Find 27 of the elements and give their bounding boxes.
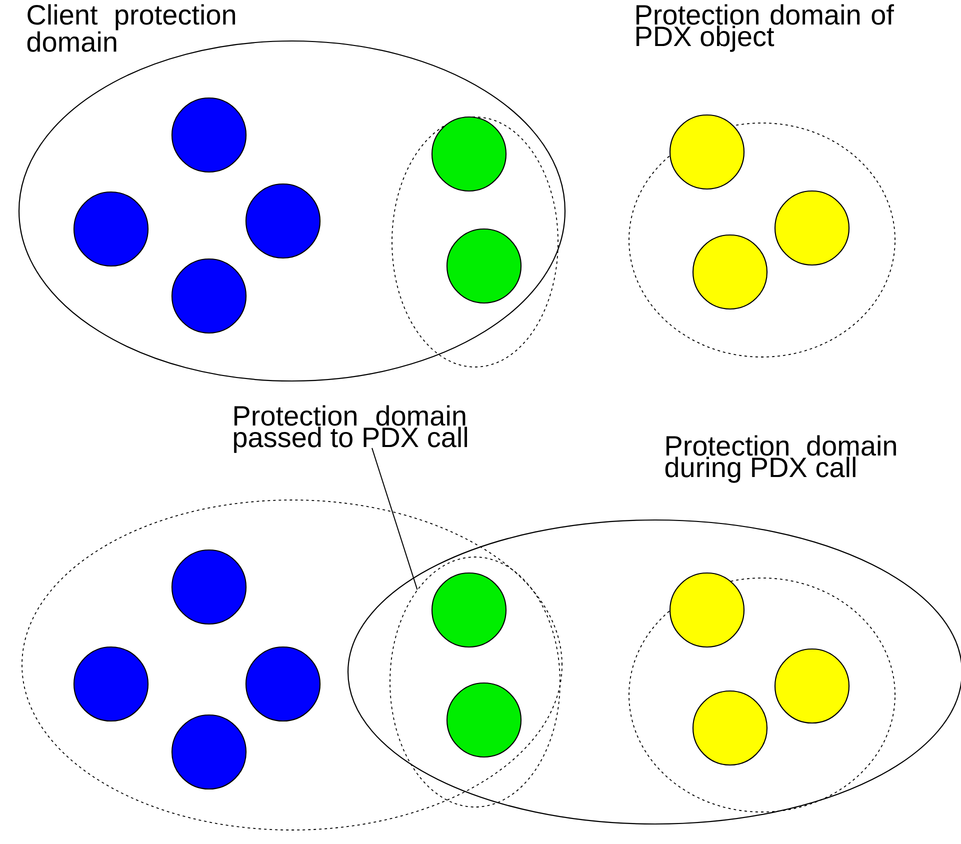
circle — [245, 183, 321, 259]
heading: Client protection domain — [27, 4, 236, 52]
circle — [692, 234, 768, 310]
circle — [245, 646, 321, 722]
circle — [446, 228, 522, 304]
domain-ellipse — [390, 556, 560, 808]
circle — [431, 572, 507, 648]
circle — [446, 682, 522, 758]
circle — [73, 191, 149, 267]
circle — [669, 572, 745, 648]
circle — [669, 114, 745, 190]
domain-ellipse — [392, 116, 558, 368]
heading: Protection domain of PDX object — [636, 4, 894, 52]
circle — [774, 648, 850, 724]
circle — [431, 116, 507, 192]
circle — [692, 690, 768, 766]
heading: Protection domain during PDX call — [665, 435, 896, 483]
domain-ellipse — [628, 578, 896, 812]
circle — [73, 646, 149, 722]
label-text: Protection domain passed to PDX call — [234, 405, 468, 453]
domain-ellipse — [22, 500, 562, 830]
leader-line — [372, 448, 418, 590]
circle — [774, 190, 850, 266]
circle — [171, 549, 247, 625]
circle — [171, 714, 247, 790]
circle — [171, 97, 247, 173]
circle — [171, 258, 247, 334]
